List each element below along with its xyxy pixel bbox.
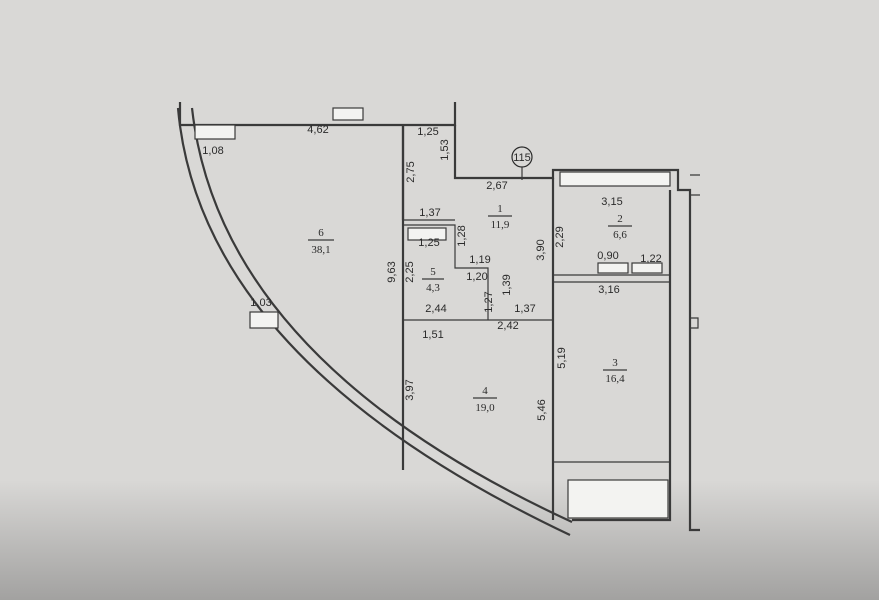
dim-2-29: 2,29: [554, 226, 566, 247]
dim-5-19: 5,19: [556, 347, 568, 368]
dim-2-75: 2,75: [405, 161, 417, 182]
dim-4-62: 4,62: [307, 124, 328, 136]
curved-facade-inner: [190, 107, 573, 523]
room-1-number: 1: [497, 203, 503, 215]
section-marker: 115: [511, 146, 533, 180]
window-top-center: [332, 107, 364, 121]
dim-2-42: 2,42: [497, 320, 518, 332]
window-top-right: [559, 171, 671, 187]
window-room-6-top: [194, 124, 236, 140]
dim-5-46: 5,46: [536, 399, 548, 420]
room-2-area: 6,6: [613, 229, 627, 241]
room-6-number: 6: [318, 227, 324, 239]
room-4-number: 4: [482, 385, 488, 397]
dim-9-63: 9,63: [386, 261, 398, 282]
dim-1-25-top: 1,25: [417, 126, 438, 138]
dim-1-19: 1,19: [469, 254, 490, 266]
curved-facade: [176, 107, 571, 536]
dim-1-22: 1,22: [640, 253, 661, 265]
windows: [194, 107, 671, 519]
dim-1-03: 1,03: [250, 297, 271, 309]
dim-1-20: 1,20: [466, 271, 487, 283]
room-2-number: 2: [617, 213, 623, 225]
dim-2-44: 2,44: [425, 303, 446, 315]
dimension-labels: 4,62 1,08 1,25 1,53 2,75 2,67 1,37 1,28 …: [202, 124, 661, 421]
bath-fixture-5: [407, 227, 447, 241]
dim-1-39: 1,39: [501, 274, 513, 295]
dim-3-15: 3,15: [601, 196, 622, 208]
room-1-area: 11,9: [491, 219, 510, 231]
dim-3-97: 3,97: [404, 379, 416, 400]
bath-fixture-2a: [597, 262, 629, 274]
room-5-area: 4,3: [426, 282, 440, 294]
column-room-6: [249, 311, 279, 329]
dim-1-51: 1,51: [422, 329, 443, 341]
interior-walls: [401, 125, 670, 520]
dim-3-90: 3,90: [535, 239, 547, 260]
dim-1-28: 1,28: [456, 225, 468, 246]
dim-1-08: 1,08: [202, 145, 223, 157]
photo-shadow: [0, 480, 879, 600]
dim-1-37-b: 1,37: [514, 303, 535, 315]
dim-2-67: 2,67: [486, 180, 507, 192]
dim-1-25-mid: 1,25: [418, 237, 439, 249]
room-4-area: 19,0: [475, 402, 495, 414]
dim-1-27: 1,27: [483, 291, 495, 312]
outer-walls: [176, 102, 700, 536]
room-3-number: 3: [612, 357, 618, 369]
dim-3-16: 3,16: [598, 284, 619, 296]
room-6-area: 38,1: [311, 244, 330, 256]
dim-2-25: 2,25: [404, 261, 416, 282]
dim-1-53: 1,53: [439, 139, 451, 160]
room-3-area: 16,4: [605, 373, 625, 385]
dim-1-37-a: 1,37: [419, 207, 440, 219]
bath-fixture-2b: [631, 262, 663, 274]
balcony-room-3: [567, 479, 669, 519]
section-marker-label: 115: [513, 152, 531, 164]
room-5-number: 5: [430, 266, 436, 278]
dim-0-90: 0,90: [597, 250, 618, 262]
